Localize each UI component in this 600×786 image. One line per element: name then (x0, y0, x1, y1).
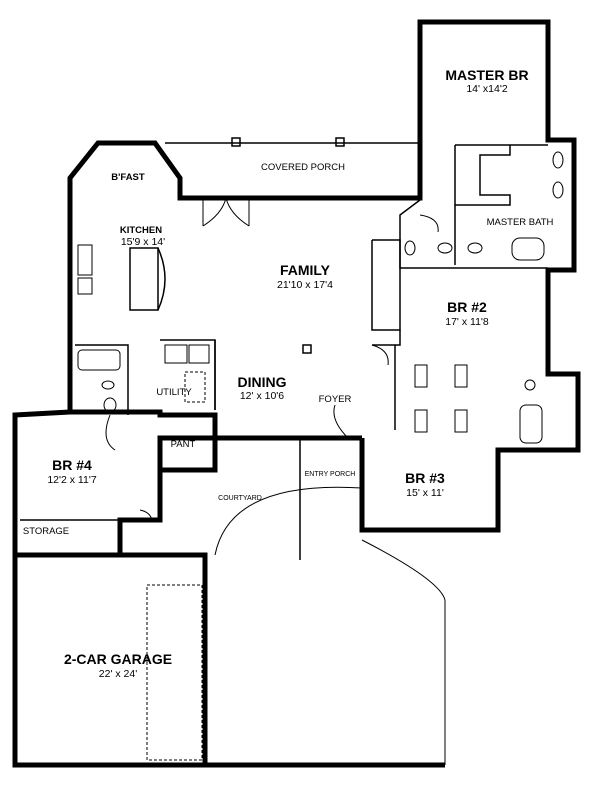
svg-text:15'9 x 14': 15'9 x 14' (121, 236, 165, 248)
room-pantry: PANT (171, 439, 196, 450)
svg-text:BR #2: BR #2 (447, 299, 487, 315)
svg-text:2-CAR GARAGE: 2-CAR GARAGE (64, 651, 172, 667)
room-courtyard: COURTYARD (218, 495, 262, 502)
svg-text:FAMILY: FAMILY (280, 262, 331, 278)
room-bfast: B'FAST (111, 172, 145, 183)
room-family: FAMILY 21'10 x 17'4 (277, 262, 333, 291)
room-kitchen: KITCHEN 15'9 x 14' (120, 225, 165, 248)
svg-text:22' x 24': 22' x 24' (99, 668, 137, 680)
room-master-bath: MASTER BATH (487, 217, 554, 228)
room-br2: BR #2 17' x 11'8 (445, 299, 489, 328)
room-utility: UTILITY (156, 387, 192, 398)
room-dining: DINING 12' x 10'6 (238, 374, 287, 402)
room-master-br: MASTER BR 14' x14'2 (445, 67, 528, 95)
svg-text:BR #3: BR #3 (405, 470, 445, 486)
porch-column (335, 137, 345, 147)
room-garage: 2-CAR GARAGE 22' x 24' (64, 651, 172, 680)
room-br3: BR #3 15' x 11' (405, 470, 445, 499)
svg-text:KITCHEN: KITCHEN (120, 225, 162, 236)
room-entry-porch: ENTRY PORCH (305, 471, 356, 478)
porch-column (231, 137, 241, 147)
room-covered-porch: COVERED PORCH (261, 162, 345, 173)
svg-text:21'10 x 17'4: 21'10 x 17'4 (277, 279, 333, 291)
svg-text:12' x 10'6: 12' x 10'6 (240, 390, 284, 402)
column (302, 344, 312, 354)
svg-text:DINING: DINING (238, 374, 287, 390)
room-storage: STORAGE (23, 526, 69, 537)
svg-text:BR #4: BR #4 (52, 457, 92, 473)
svg-text:14' x14'2: 14' x14'2 (466, 83, 508, 95)
exterior-walls (12, 19, 581, 768)
room-foyer: FOYER (319, 394, 352, 405)
french-door[interactable] (202, 197, 250, 227)
svg-text:15' x 11': 15' x 11' (406, 487, 444, 499)
svg-text:12'2 x 11'7: 12'2 x 11'7 (47, 474, 97, 486)
room-br4: BR #4 12'2 x 11'7 (47, 457, 97, 486)
interior-walls (20, 140, 564, 765)
svg-text:MASTER BR: MASTER BR (445, 67, 528, 83)
svg-text:17' x 11'8: 17' x 11'8 (445, 316, 489, 328)
